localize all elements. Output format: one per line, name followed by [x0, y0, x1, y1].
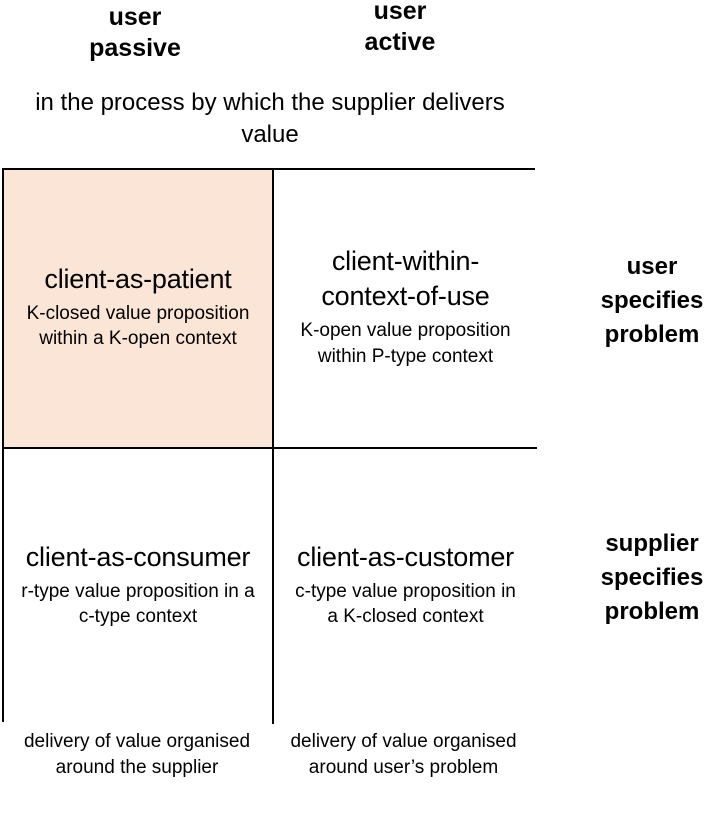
quadrant-client-within-context-of-use[interactable]: client-within-context-of-use K-open valu… — [272, 170, 537, 447]
quadrant-title: client-as-customer — [297, 541, 514, 572]
quadrant-title: client-as-consumer — [25, 541, 251, 572]
column-header-user-passive-line2: passive — [89, 34, 181, 62]
matrix-subtitle: in the process by which the supplier del… — [35, 89, 505, 149]
row-label-user-line1: user — [626, 253, 678, 280]
row-label-supplier-line2: specifies — [600, 564, 704, 592]
row-label-supplier-line1: supplier — [605, 530, 699, 557]
row-label-supplier-specifies-problem: supplier specifies problem — [554, 527, 726, 629]
quadrant-title: client-within-context-of-use — [321, 246, 490, 312]
column-header-user-passive-line1: user — [108, 3, 162, 31]
row-label-user-line2: specifies — [600, 287, 704, 315]
quadrant-description: c-type value proposition in a K-closed c… — [295, 580, 516, 628]
column-header-user-active: user active — [300, 0, 500, 58]
quadrant-client-as-consumer[interactable]: client-as-consumer r-type value proposit… — [4, 447, 272, 724]
quadrant-description: K-open value proposition within P-type c… — [300, 320, 511, 367]
quadrant-description: r-type value proposition in a c-type con… — [21, 580, 255, 628]
column-header-user-passive: user passive — [35, 2, 235, 64]
quadrant-title: client-as-patient — [44, 263, 232, 294]
bottom-caption-left: delivery of value organised around the s… — [23, 731, 251, 779]
row-label-user-line3: problem — [604, 321, 700, 349]
matrix-grid: client-as-patient K-closed value proposi… — [2, 168, 537, 724]
quadrant-description: K-closed value proposition within a K-op… — [26, 302, 250, 350]
row-label-user-specifies-problem: user specifies problem — [554, 250, 726, 352]
column-header-user-active-line1: user — [373, 0, 427, 25]
quadrant-client-as-customer[interactable]: client-as-customer c-type value proposit… — [272, 447, 537, 724]
bottom-caption-right: delivery of value organised around user’… — [290, 731, 517, 779]
quadrant-client-as-patient[interactable]: client-as-patient K-closed value proposi… — [4, 170, 272, 447]
column-header-user-active-line2: active — [364, 28, 436, 56]
row-label-supplier-line3: problem — [604, 598, 700, 626]
